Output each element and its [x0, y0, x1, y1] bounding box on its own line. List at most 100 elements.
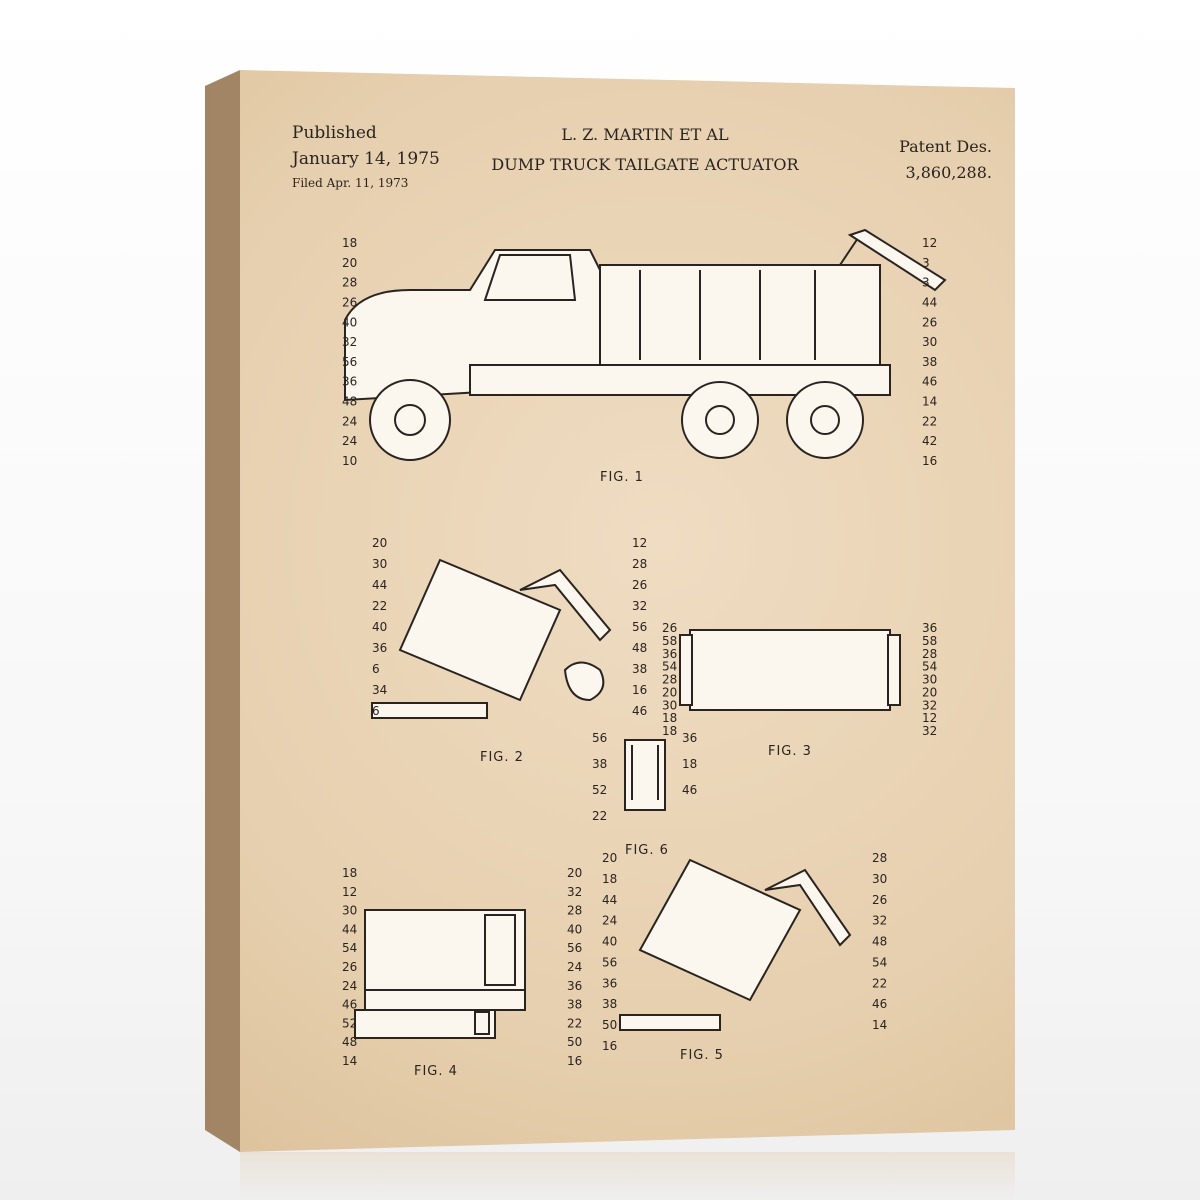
fig3-ref-number: 58: [662, 634, 677, 648]
published-date: January 14, 1975: [292, 149, 440, 169]
fig1-ref-number: 48: [342, 395, 357, 409]
fig6-caption: FIG. 6: [625, 843, 669, 858]
fig4-ref-number: 14: [342, 1054, 357, 1068]
canvas-reflection: [240, 1152, 1015, 1200]
fig2-drawing: [371, 558, 612, 719]
fig3-ref-number: 54: [922, 660, 937, 674]
fig5-ref-number: 22: [872, 976, 887, 990]
fig1-ref-number: 12: [922, 236, 937, 250]
fig3-caption: FIG. 3: [768, 744, 812, 759]
fig3-ref-number: 20: [922, 685, 937, 699]
fig1-ref-number: 3: [922, 276, 930, 290]
fig4-ref-number: 40: [567, 922, 582, 936]
fig2-caption: FIG. 2: [480, 750, 524, 765]
fig4-ref-number: 12: [342, 885, 357, 899]
title-block: L. Z. MARTIN ET AL DUMP TRUCK TAILGATE A…: [470, 120, 820, 180]
fig4-ref-number: 38: [567, 998, 582, 1012]
fig2-ref-number: 48: [632, 641, 647, 655]
fig1-ref-number: 26: [922, 315, 937, 329]
fig2-ref-number: 40: [372, 620, 387, 634]
fig5-ref-number: 32: [872, 914, 887, 928]
fig4-ref-number: 48: [342, 1035, 357, 1049]
fig2-ref-number: 30: [372, 557, 387, 571]
fig3-ref-number: 20: [662, 685, 677, 699]
fig4-ref-number: 16: [567, 1054, 582, 1068]
fig6-ref-number: 56: [592, 731, 607, 745]
fig4-ref-number: 20: [567, 866, 582, 880]
fig1-ref-number: 44: [922, 295, 937, 309]
fig4-ref-number: 24: [567, 960, 582, 974]
fig1-ref-number: 10: [342, 454, 357, 468]
fig5-ref-number: 40: [602, 935, 617, 949]
fig2-ref-number: 22: [372, 599, 387, 613]
filed-date: Filed Apr. 11, 1973: [292, 176, 409, 190]
fig6-ref-number: 36: [682, 731, 697, 745]
fig1-ref-number: 56: [342, 355, 357, 369]
fig1-ref-number: 36: [342, 375, 357, 389]
patent-number-block: Patent Des. 3,860,288.: [872, 134, 992, 186]
fig4-ref-number: 24: [342, 979, 357, 993]
fig4-ref-number: 56: [567, 941, 582, 955]
fig5-ref-number: 20: [602, 851, 617, 865]
fig3-ref-number: 36: [922, 621, 937, 635]
fig1-ref-number: 24: [342, 414, 357, 428]
fig4-ref-number: 32: [567, 885, 582, 899]
patent-label: Patent Des.: [899, 137, 992, 156]
fig5-ref-number: 48: [872, 935, 887, 949]
fig1-ref-number: 32: [342, 335, 357, 349]
fig2-ref-number: 34: [372, 683, 387, 697]
fig5-ref-number: 18: [602, 872, 617, 886]
fig1-ref-number: 28: [342, 276, 357, 290]
fig2-ref-number: 16: [632, 683, 647, 697]
fig1-ref-number: 42: [922, 434, 937, 448]
fig3-ref-number: 28: [662, 673, 677, 687]
fig3-ref-number: 12: [922, 711, 937, 725]
fig2-ref-number: 6: [372, 704, 380, 718]
fig3-ref-number: 58: [922, 634, 937, 648]
fig2-ref-number: 44: [372, 578, 387, 592]
published-label: Published: [292, 123, 377, 143]
fig4-ref-number: 36: [567, 979, 582, 993]
fig1-ref-number: 38: [922, 355, 937, 369]
fig2-ref-number: 26: [632, 578, 647, 592]
fig3-ref-number: 28: [922, 647, 937, 661]
fig2-ref-number: 38: [632, 662, 647, 676]
fig3-ref-number: 32: [922, 698, 937, 712]
fig5-ref-number: 38: [602, 997, 617, 1011]
fig5-ref-number: 56: [602, 955, 617, 969]
fig5-ref-number: 30: [872, 872, 887, 886]
fig1-ref-number: 16: [922, 454, 937, 468]
fig5-ref-number: 28: [872, 851, 887, 865]
fig5-ref-number: 50: [602, 1018, 617, 1032]
fig2-ref-number: 6: [372, 662, 380, 676]
fig3-ref-number: 18: [662, 724, 677, 738]
patent-title: DUMP TRUCK TAILGATE ACTUATOR: [491, 155, 799, 174]
fig1-ref-number: 24: [342, 434, 357, 448]
fig1-ref-number: 30: [922, 335, 937, 349]
fig5-ref-number: 44: [602, 893, 617, 907]
inventor: L. Z. MARTIN ET AL: [561, 125, 729, 144]
fig1-caption: FIG. 1: [600, 470, 644, 485]
fig5-ref-number: 16: [602, 1039, 617, 1053]
fig4-ref-number: 46: [342, 998, 357, 1012]
fig2-ref-number: 12: [632, 536, 647, 550]
fig4-ref-number: 50: [567, 1035, 582, 1049]
fig1-ref-number: 22: [922, 414, 937, 428]
fig6-ref-number: 22: [592, 809, 607, 823]
fig4-ref-number: 28: [567, 904, 582, 918]
fig1-ref-number: 14: [922, 395, 937, 409]
fig3-ref-number: 30: [922, 673, 937, 687]
fig5-ref-number: 26: [872, 893, 887, 907]
fig4-ref-number: 54: [342, 941, 357, 955]
fig2-ref-number: 56: [632, 620, 647, 634]
fig3-ref-number: 26: [662, 621, 677, 635]
fig3-ref-number: 32: [922, 724, 937, 738]
fig5-drawing: [619, 858, 852, 1031]
fig3-drawing: [679, 629, 901, 711]
fig4-drawing: [354, 909, 526, 1039]
fig1-ref-number: 40: [342, 315, 357, 329]
fig6-ref-number: 18: [682, 757, 697, 771]
fig5-caption: FIG. 5: [680, 1048, 724, 1063]
